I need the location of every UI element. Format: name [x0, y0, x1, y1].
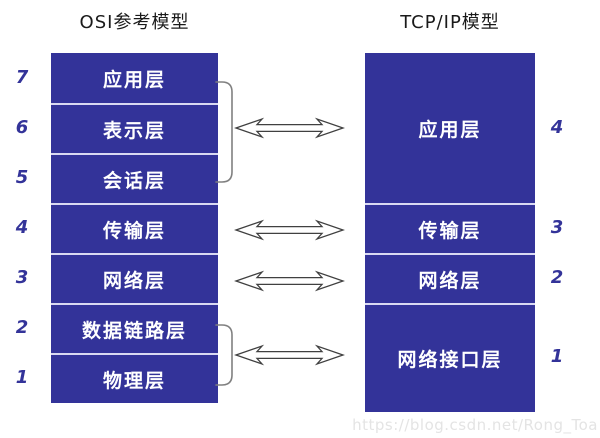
- osi-layer-number: 2: [15, 317, 29, 338]
- tcpip-model-stack: 应用层 传输层 网络层 网络接口层: [365, 53, 535, 412]
- tcpip-model-title: TCP/IP模型: [400, 12, 500, 33]
- tcpip-layer-row: 传输层: [365, 203, 535, 253]
- osi-layer-label: 会话层: [102, 169, 166, 192]
- double-arrow-icon: [234, 117, 345, 139]
- osi-model-stack: 应用层 表示层 会话层 传输层 网络层 数据链路层 物理层: [51, 53, 218, 403]
- osi-layer-number: 3: [15, 267, 29, 288]
- osi-model-title: OSI参考模型: [79, 12, 190, 33]
- double-arrow-icon: [234, 270, 345, 292]
- osi-layer-row: 数据链路层: [51, 303, 218, 353]
- osi-layer-number: 4: [15, 217, 29, 238]
- osi-layer-row: 传输层: [51, 203, 218, 253]
- osi-layer-row: 应用层: [51, 53, 218, 103]
- tcpip-layer-number: 2: [550, 267, 564, 288]
- group-brace-icon: [215, 81, 233, 183]
- osi-layer-label: 传输层: [102, 219, 166, 242]
- double-arrow-icon: [234, 219, 345, 241]
- tcpip-layer-number: 1: [550, 346, 564, 367]
- osi-layer-label: 应用层: [102, 68, 166, 91]
- osi-layer-row: 网络层: [51, 253, 218, 303]
- tcpip-layer-row: 应用层: [365, 53, 535, 203]
- tcpip-layer-label: 网络层: [418, 269, 482, 292]
- osi-layer-number: 6: [15, 117, 29, 138]
- watermark-url: https://blog.csdn.net/Rong_Toa: [352, 416, 598, 434]
- osi-layer-number: 5: [15, 167, 29, 188]
- double-arrow-icon: [234, 344, 345, 366]
- osi-layer-label: 物理层: [102, 369, 166, 392]
- osi-layer-label: 数据链路层: [81, 319, 187, 342]
- osi-layer-row: 表示层: [51, 103, 218, 153]
- osi-layer-row: 会话层: [51, 153, 218, 203]
- tcpip-layer-row: 网络接口层: [365, 303, 535, 412]
- osi-layer-label: 网络层: [102, 269, 166, 292]
- tcpip-layer-number: 4: [550, 117, 564, 138]
- tcpip-layer-label: 应用层: [418, 118, 482, 141]
- tcpip-layer-row: 网络层: [365, 253, 535, 303]
- osi-layer-row: 物理层: [51, 353, 218, 403]
- tcpip-layer-label: 传输层: [418, 219, 482, 242]
- osi-layer-label: 表示层: [102, 119, 166, 142]
- osi-layer-number: 1: [15, 367, 29, 388]
- tcpip-layer-label: 网络接口层: [397, 349, 503, 371]
- group-brace-icon: [215, 324, 233, 386]
- osi-layer-number: 7: [15, 67, 29, 88]
- tcpip-layer-number: 3: [550, 217, 564, 238]
